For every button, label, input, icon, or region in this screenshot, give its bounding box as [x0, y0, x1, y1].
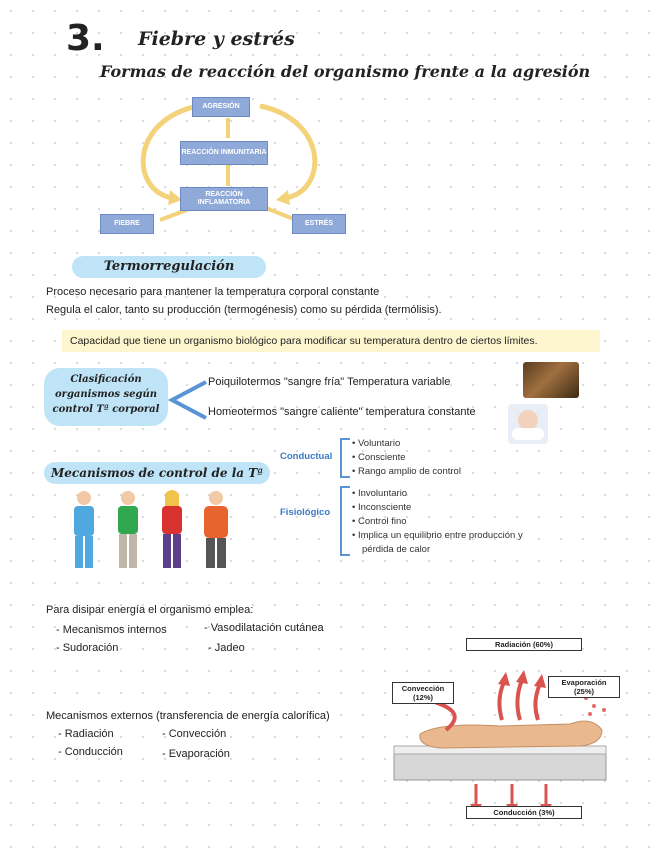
- clasificacion-line-3: control Tª corporal: [52, 404, 160, 415]
- conductual-item-1: • Voluntario: [352, 438, 401, 449]
- conductual-item-2: • Consciente: [352, 452, 406, 463]
- clasificacion-brace: [167, 380, 207, 420]
- radiacion-label: Radiación (60%): [466, 638, 582, 651]
- conveccion-label: Convección (12%): [392, 682, 454, 704]
- fisiologico-bracket: [340, 486, 350, 556]
- page-subtitle: Formas de reacción del organismo frente …: [100, 62, 591, 81]
- sudoracion: - Sudoración: [56, 642, 119, 654]
- conduccion-label: Conducción (3%): [466, 806, 582, 819]
- termo-line-1: Proceso necesario para mantener la tempe…: [46, 286, 380, 298]
- mecanismos-internos: - Mecanismos internos: [56, 624, 167, 636]
- box-estres: ESTRÉS: [292, 214, 346, 234]
- jadeo: - Jadeo: [208, 642, 245, 654]
- termo-line-2: Regula el calor, tanto su producción (te…: [46, 304, 442, 316]
- mecanismos-heading: Mecanismos de control de la Tª: [44, 462, 270, 484]
- clasificacion-label: Clasificación organismos según control T…: [44, 368, 168, 426]
- fisiologico-item-1: • Involuntario: [352, 488, 408, 499]
- conductual-label: Conductual: [280, 451, 333, 462]
- evaporacion-label: Evaporación (25%): [548, 676, 620, 698]
- reaction-diagram-arrows: [140, 103, 318, 222]
- conveccion-item: - Convección: [162, 728, 227, 740]
- conduccion-item: - Conducción: [58, 746, 123, 758]
- box-inflamatoria: REACCIÓN INFLAMATORIA: [180, 187, 268, 211]
- fisiologico-item-4-cont: pérdida de calor: [362, 544, 431, 555]
- heat-loss-figure: [393, 670, 607, 814]
- fisiologico-label: Fisiológico: [280, 507, 331, 518]
- termo-definition: Capacidad que tiene un organismo biológi…: [62, 330, 600, 352]
- disipar-intro: Para disipar energía el organismo emplea…: [46, 604, 254, 616]
- box-agresion: AGRESIÓN: [192, 97, 250, 117]
- page-title: Fiebre y estrés: [138, 28, 295, 50]
- conductual-item-3: • Rango amplio de control: [352, 466, 461, 477]
- reptile-image: [523, 362, 579, 398]
- clasificacion-line-2: organismos según: [55, 389, 157, 400]
- box-inmunitaria: REACCIÓN INMUNITARIA: [180, 141, 268, 165]
- radiacion-item: - Radiación: [58, 728, 114, 740]
- evaporacion-item: - Evaporación: [162, 748, 230, 760]
- vasodilatacion: - Vasodilatación cutánea: [204, 622, 324, 634]
- homeotermos-text: Homeotermos "sangre caliente" temperatur…: [208, 406, 476, 418]
- clasificacion-line-1: Clasificación: [70, 374, 142, 385]
- section-number: 3.: [66, 18, 105, 59]
- fisiologico-item-3: • Control fino: [352, 516, 407, 527]
- baby-image: [508, 404, 548, 444]
- clothing-figures-illustration: [74, 490, 228, 568]
- termorregulacion-heading: Termorregulación: [72, 256, 266, 278]
- box-fiebre: FIEBRE: [100, 214, 154, 234]
- conductual-bracket: [340, 438, 350, 478]
- poiquilotermos-text: Poiquilotermos "sangre fría" Temperatura…: [208, 376, 451, 388]
- fisiologico-item-2: • Inconsciente: [352, 502, 412, 513]
- mecanismos-externos: Mecanismos externos (transferencia de en…: [46, 710, 330, 722]
- fisiologico-item-4: • Implica un equilibrio entre producción…: [352, 530, 523, 541]
